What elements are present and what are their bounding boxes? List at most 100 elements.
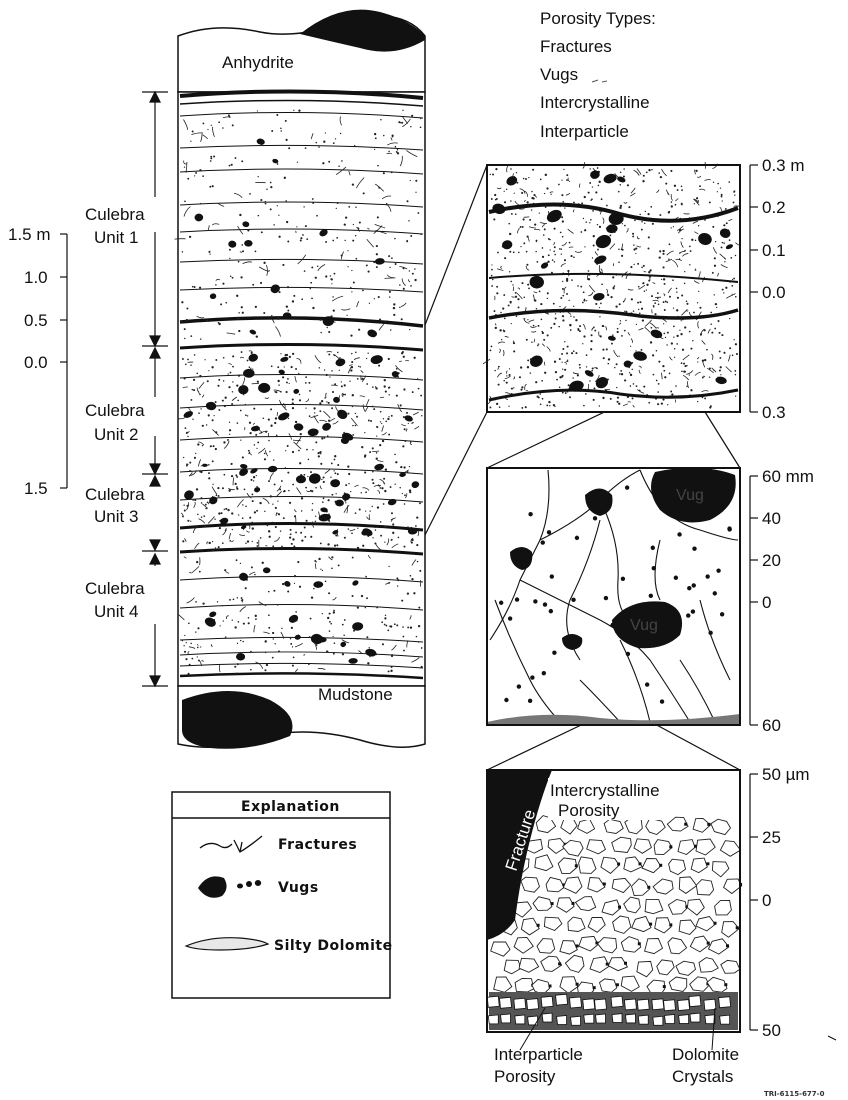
grain-dot xyxy=(236,559,238,561)
grain-dot xyxy=(559,306,560,307)
unit-1-label-line1: Culebra xyxy=(85,205,145,224)
grain-dot xyxy=(615,305,617,307)
grain-dot xyxy=(638,309,639,310)
grain-dot xyxy=(390,329,392,331)
grain-dot xyxy=(583,335,585,337)
grain-dot xyxy=(238,621,240,623)
grain-dot xyxy=(582,302,584,304)
grain-dot xyxy=(182,540,184,542)
grain-dot xyxy=(568,300,569,301)
grain-dot xyxy=(698,225,699,226)
grain-dot xyxy=(394,483,395,484)
grain-dot xyxy=(534,224,536,226)
grain-dot xyxy=(304,474,306,476)
grain-dot xyxy=(389,296,390,297)
grain-dot xyxy=(251,352,253,354)
grain-dot xyxy=(192,286,194,288)
grain-dot xyxy=(294,575,296,577)
grain-dot xyxy=(683,363,685,365)
grain-dot xyxy=(266,664,268,666)
grain-dot xyxy=(415,525,417,527)
grain-dot xyxy=(661,279,662,280)
grain-dot xyxy=(594,330,596,332)
grain-dot xyxy=(547,298,548,299)
grain-dot xyxy=(366,383,368,385)
intercrystalline-pore xyxy=(707,942,710,945)
grain-dot xyxy=(693,312,695,314)
grain-dot xyxy=(401,600,403,602)
grain-dot xyxy=(207,502,209,504)
grain-dot xyxy=(709,376,710,377)
grain-dot xyxy=(375,386,376,387)
grain-dot xyxy=(353,282,355,284)
grain-dot xyxy=(252,527,254,529)
legend-item-vugs: Vugs xyxy=(278,880,319,896)
grain-dot xyxy=(218,379,220,381)
grain-dot xyxy=(332,240,334,242)
grain-dot xyxy=(402,445,404,447)
intercrystalline-pore xyxy=(617,863,620,866)
grain-dot xyxy=(307,476,308,477)
grain-dot xyxy=(408,423,409,424)
grain-dot xyxy=(545,174,547,176)
dolomite-crystal xyxy=(500,997,512,1008)
grain-dot xyxy=(641,221,643,223)
grain-dot xyxy=(733,278,735,280)
grain-dot xyxy=(209,542,211,544)
grain-dot xyxy=(406,240,408,242)
panel2-tick-4: 60 xyxy=(762,716,781,735)
dolomite-crystal xyxy=(704,999,716,1010)
grain-dot xyxy=(227,439,229,441)
grain-dot xyxy=(213,445,215,447)
grain-dot xyxy=(223,357,225,359)
grain-dot xyxy=(200,646,201,647)
grain-dot xyxy=(659,250,661,252)
grain-dot xyxy=(663,323,664,324)
grain-dot xyxy=(630,374,632,376)
grain-dot xyxy=(186,307,188,309)
grain-dot xyxy=(314,560,316,562)
grain-dot xyxy=(199,287,201,289)
grain-dot xyxy=(637,302,639,304)
grain-dot xyxy=(318,558,320,560)
grain-dot xyxy=(242,312,244,314)
grain-dot xyxy=(290,533,292,535)
grain-dot xyxy=(329,613,331,615)
grain-dot xyxy=(315,142,317,144)
grain-dot xyxy=(407,593,409,595)
intercrystalline-pore xyxy=(647,886,650,889)
grain-dot xyxy=(255,618,257,620)
grain-dot xyxy=(704,397,706,399)
grain-dot xyxy=(190,399,192,401)
grain-dot xyxy=(272,632,274,634)
grain-dot xyxy=(671,205,673,207)
grain-dot xyxy=(686,300,688,302)
grain-dot xyxy=(571,255,573,257)
grain-dot xyxy=(528,288,530,290)
grain-dot xyxy=(704,359,706,361)
grain-dot xyxy=(418,388,420,390)
grain-dot xyxy=(689,374,690,375)
grain-dot xyxy=(327,543,329,545)
grain-dot xyxy=(181,301,183,303)
grain-dot xyxy=(592,257,593,258)
grain-dot xyxy=(613,287,615,289)
grain-dot xyxy=(247,360,249,362)
grain-dot xyxy=(357,607,359,609)
grain-dot xyxy=(571,279,573,281)
grain-dot xyxy=(503,330,505,332)
grain-dot xyxy=(679,330,680,331)
grain-dot xyxy=(352,394,354,396)
pore-dot xyxy=(708,631,712,635)
grain-dot xyxy=(648,236,650,238)
grain-dot xyxy=(712,272,714,274)
grain-dot xyxy=(280,130,281,131)
grain-dot xyxy=(677,297,679,299)
grain-dot xyxy=(218,546,220,548)
dolomite-label-line1: Dolomite xyxy=(672,1045,739,1064)
grain-dot xyxy=(339,370,340,371)
grain-dot xyxy=(601,198,603,200)
grain-dot xyxy=(232,391,233,392)
grain-dot xyxy=(323,141,325,143)
grain-dot xyxy=(579,367,581,369)
